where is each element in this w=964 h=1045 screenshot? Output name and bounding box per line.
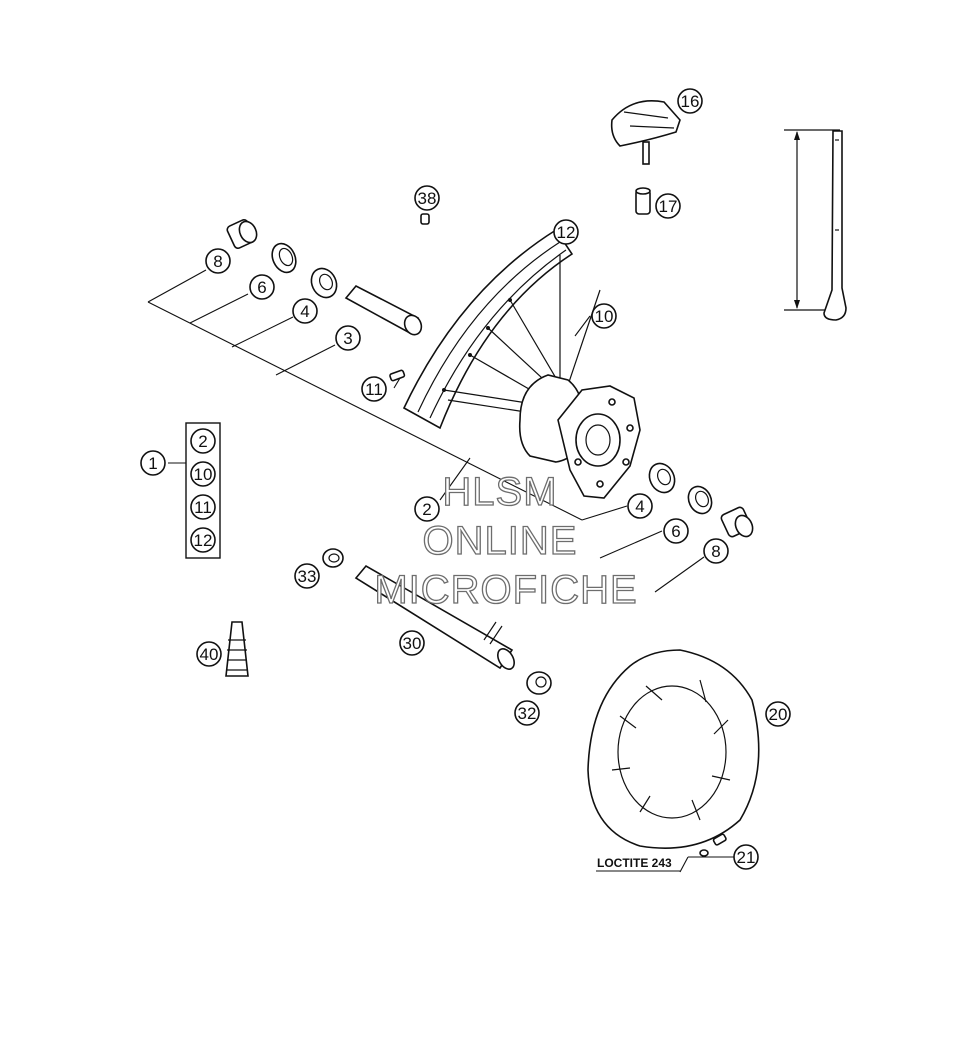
callout-2: 2 [414, 496, 440, 522]
right-bearing-part [648, 462, 676, 494]
wheel-hub-part [518, 374, 641, 499]
callout-3: 3 [335, 325, 361, 351]
svg-text:40: 40 [200, 645, 219, 664]
callout-21: 21 [733, 844, 759, 870]
callout-6-right: 6 [663, 518, 689, 544]
svg-text:1: 1 [148, 454, 157, 473]
svg-text:2: 2 [422, 500, 431, 519]
valve-cap-part [635, 187, 651, 215]
callout-30: 30 [399, 630, 425, 656]
right-seal-ring-part [687, 485, 713, 515]
spoke-nipple-part [420, 213, 430, 225]
watermark-line-3: MICROFICHE [374, 568, 637, 612]
loctite-note: LOCTITE 243 [597, 856, 672, 870]
distance-sleeve-part [344, 284, 423, 336]
axle-nut-part [526, 671, 552, 695]
grease-tube-part [225, 621, 249, 677]
callout-kit-12: 12 [190, 527, 216, 553]
svg-text:11: 11 [365, 380, 383, 399]
watermark-line-2: ONLINE [423, 519, 578, 563]
left-seal-ring-part [271, 242, 297, 274]
callout-1: 1 [140, 450, 166, 476]
callout-4-right: 4 [627, 493, 653, 519]
watermark-line-1: HLSM [442, 470, 557, 514]
callout-8-left: 8 [205, 248, 231, 274]
axle-part [354, 564, 515, 670]
callout-32: 32 [514, 700, 540, 726]
washer-part [322, 548, 344, 568]
right-spacer-part [720, 506, 754, 538]
watermark: HLSM ONLINE MICROFICHE [374, 469, 638, 612]
callout-6-left: 6 [249, 274, 275, 300]
svg-text:4: 4 [300, 302, 309, 321]
callout-kit-10: 10 [190, 461, 216, 487]
callout-8-right: 8 [703, 538, 729, 564]
svg-text:8: 8 [213, 252, 222, 271]
spokes-part [443, 255, 601, 416]
svg-text:10: 10 [194, 465, 213, 484]
callout-33: 33 [294, 563, 320, 589]
svg-text:16: 16 [681, 92, 700, 111]
svg-text:21: 21 [737, 848, 756, 867]
svg-text:10: 10 [595, 307, 614, 326]
callout-12: 12 [553, 219, 579, 245]
svg-text:30: 30 [403, 634, 422, 653]
svg-text:33: 33 [298, 567, 317, 586]
callout-38: 38 [414, 185, 440, 211]
svg-text:11: 11 [194, 498, 212, 517]
svg-text:3: 3 [343, 329, 352, 348]
left-bearing-part [310, 267, 338, 299]
svg-text:17: 17 [659, 197, 678, 216]
svg-text:12: 12 [194, 531, 213, 550]
svg-text:6: 6 [257, 278, 266, 297]
svg-text:2: 2 [198, 432, 207, 451]
callout-10: 10 [591, 303, 617, 329]
callout-17: 17 [655, 193, 681, 219]
callout-16: 16 [677, 88, 703, 114]
brake-disc-part [587, 649, 760, 849]
svg-text:32: 32 [518, 704, 537, 723]
spoke-nipple-small-part [389, 369, 406, 382]
svg-text:38: 38 [418, 189, 437, 208]
svg-text:8: 8 [711, 542, 720, 561]
svg-text:20: 20 [769, 705, 788, 724]
svg-text:12: 12 [557, 223, 576, 242]
callout-kit-2: 2 [190, 428, 216, 454]
callout-kit-11: 11 [190, 494, 216, 520]
disc-screw-part [699, 833, 727, 857]
callout-40: 40 [196, 641, 222, 667]
spoke-length-gauge [784, 129, 847, 321]
callout-4-left: 4 [292, 298, 318, 324]
callout-11: 11 [361, 376, 387, 402]
svg-text:6: 6 [671, 522, 680, 541]
tire-valve-part [610, 100, 681, 165]
left-spacer-part [226, 218, 258, 250]
callout-20: 20 [765, 701, 791, 727]
svg-text:4: 4 [635, 497, 644, 516]
